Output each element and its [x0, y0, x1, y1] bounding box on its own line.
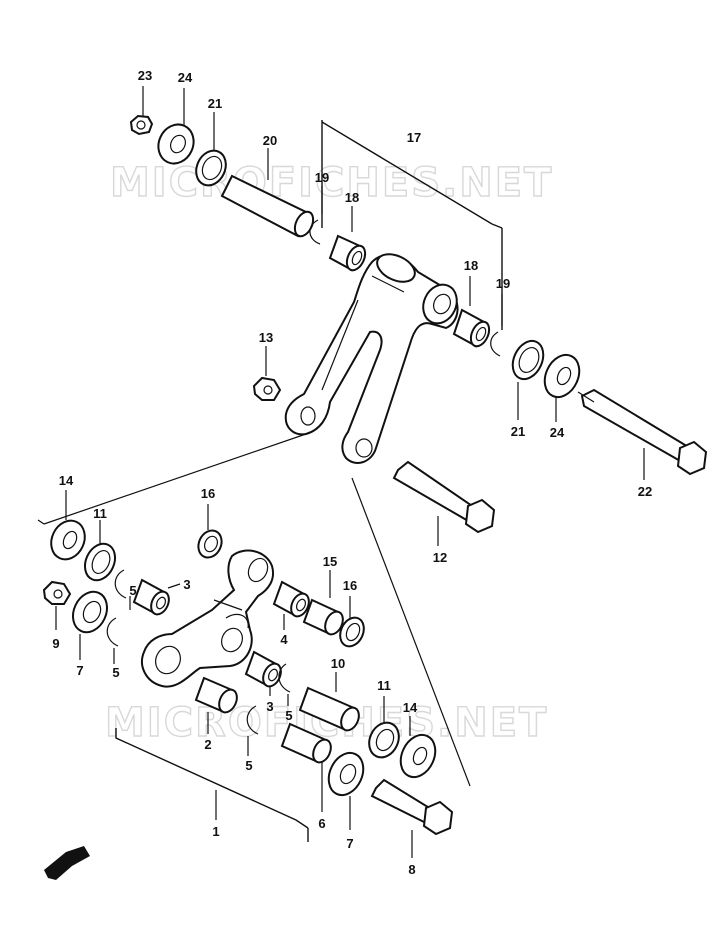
callout-23: 23: [138, 68, 152, 83]
bearing-icon: [244, 650, 282, 688]
seal-ring-icon: [339, 616, 365, 648]
callout-22: 22: [638, 484, 652, 499]
callout-19: 19: [315, 170, 329, 185]
callout-21: 21: [208, 96, 222, 111]
seal-ring-icon: [368, 721, 400, 759]
washer-icon: [327, 751, 365, 797]
spacer-tube-icon: [302, 598, 344, 636]
callout-5: 5: [285, 708, 292, 723]
bolt-icon: [370, 778, 454, 836]
callout-7: 7: [76, 663, 83, 678]
washer-icon: [399, 733, 437, 779]
circlip-icon: [309, 219, 321, 245]
callout-19: 19: [496, 276, 510, 291]
seal-ring-icon: [511, 339, 545, 381]
callout-14: 14: [59, 473, 74, 488]
circlip-icon: [278, 663, 291, 693]
seal-ring-icon: [195, 149, 227, 187]
callout-4: 4: [280, 632, 288, 647]
bearing-icon: [132, 578, 170, 616]
washer-icon: [50, 519, 86, 561]
bracket-1: [115, 728, 309, 829]
circlip-icon: [490, 331, 501, 357]
callout-11: 11: [377, 678, 391, 693]
bearing-icon: [452, 308, 491, 348]
callout-10: 10: [331, 656, 345, 671]
callout-15: 15: [323, 554, 337, 569]
front-arrow-icon: [44, 846, 90, 880]
callout-3: 3: [183, 577, 190, 592]
callout-9: 9: [52, 636, 59, 651]
callout-18: 18: [464, 258, 478, 273]
callout-13: 13: [259, 330, 273, 345]
callout-21: 21: [511, 424, 525, 439]
washer-icon: [157, 123, 195, 165]
callout-14: 14: [403, 700, 418, 715]
bearing-icon: [272, 580, 310, 618]
nut-icon: [252, 376, 282, 401]
callout-3: 3: [266, 699, 273, 714]
callout-12: 12: [433, 550, 447, 565]
circlip-icon: [114, 569, 127, 599]
callout-16: 16: [201, 486, 215, 501]
callout-17: 17: [407, 130, 421, 145]
connecting-rod-icon: [284, 253, 459, 464]
callout-7: 7: [346, 836, 353, 851]
seal-ring-icon: [83, 542, 117, 582]
washer-icon: [71, 590, 109, 634]
spacer-tube-icon: [280, 722, 332, 764]
bearing-icon: [328, 234, 367, 272]
seal-ring-icon: [197, 529, 223, 559]
callout-5: 5: [112, 665, 119, 680]
callout-24: 24: [550, 425, 565, 440]
long-bolt-icon: [577, 388, 708, 476]
circlip-icon: [106, 617, 119, 647]
cushion-lever-icon: [141, 549, 274, 688]
callout-5: 5: [129, 583, 136, 598]
bolt-icon: [392, 460, 496, 534]
callout-6: 6: [318, 816, 325, 831]
watermark-top: MICROFICHES.NET: [110, 160, 553, 206]
washer-icon: [543, 353, 581, 399]
callout-5: 5: [245, 758, 252, 773]
nut-icon: [129, 114, 154, 136]
callout-11: 11: [93, 506, 107, 521]
callout-2: 2: [204, 737, 211, 752]
circlip-icon: [246, 705, 259, 735]
spacer-tube-icon: [298, 686, 360, 732]
callout-24: 24: [178, 70, 193, 85]
nut-icon: [42, 580, 72, 605]
callout-1: 1: [212, 824, 219, 839]
callout-16: 16: [343, 578, 357, 593]
spacer-tube-icon: [220, 174, 315, 238]
bearing-icon: [194, 676, 238, 714]
callout-8: 8: [408, 862, 415, 877]
callout-18: 18: [345, 190, 359, 205]
callout-20: 20: [263, 133, 277, 148]
